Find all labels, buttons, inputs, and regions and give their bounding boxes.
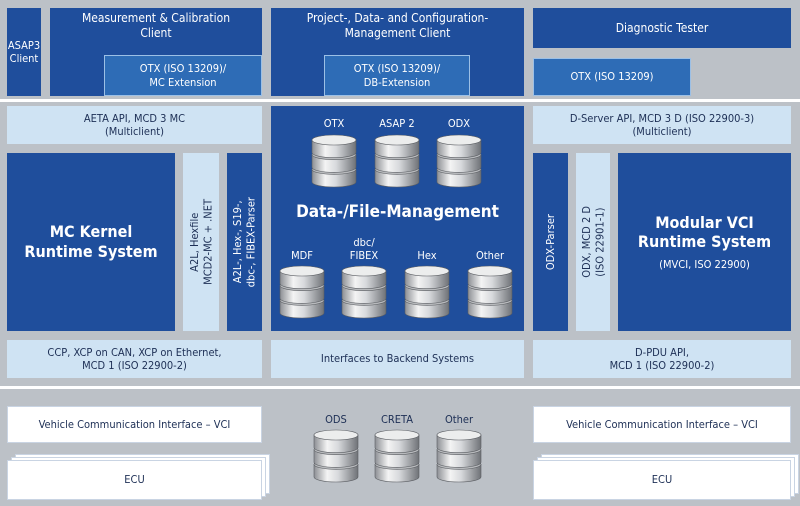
database-stack: [374, 134, 420, 194]
otx-box: OTX (ISO 13209): [533, 58, 691, 96]
database-label: Hex: [417, 249, 437, 262]
database-stack: [279, 265, 325, 325]
database-stack: [374, 429, 420, 489]
database-label: Other: [475, 249, 505, 262]
ecu-left-box: ECU: [7, 460, 262, 500]
database-icon: [436, 429, 482, 483]
modular-vci-subtitle: (MVCI, ISO 22900): [659, 257, 750, 271]
database-icon: [341, 265, 387, 319]
separator-line: [0, 99, 800, 102]
database-label: Other: [444, 413, 474, 426]
database-stack: [341, 265, 387, 325]
database-icon: [311, 134, 357, 188]
database-stack: [467, 265, 513, 325]
database-label: CRETA: [381, 413, 413, 426]
asap3-client-box: ASAP3 Client: [7, 8, 41, 96]
otx-mc-extension-box: OTX (ISO 13209)/ MC Extension: [104, 55, 262, 96]
database-label: MDF: [291, 249, 313, 262]
vci-right-box: Vehicle Communication Interface – VCI: [533, 406, 791, 443]
vci-left-box: Vehicle Communication Interface – VCI: [7, 406, 262, 443]
database-stack: [436, 134, 482, 194]
database-stack: [313, 429, 359, 489]
a2l-hexfile-box: A2L, Hexfile MCD2-MC + .NET: [183, 153, 219, 331]
database-stack: [311, 134, 357, 194]
database-icon: [313, 429, 359, 483]
dpdu-api-box: D-PDU API, MCD 1 (ISO 22900-2): [533, 340, 791, 378]
a2l-parser-box: A2L-, Hex-, S19-, dbc-, FIBEX-Parser: [227, 153, 262, 331]
modular-vci-title: Modular VCI Runtime System: [637, 212, 772, 252]
database-label: ASAP 2: [379, 117, 415, 130]
database-icon: [374, 134, 420, 188]
otx-db-extension-box: OTX (ISO 13209)/ DB-Extension: [324, 55, 470, 96]
database-label: ODX: [447, 117, 471, 130]
database-icon: [467, 265, 513, 319]
database-icon: [374, 429, 420, 483]
database-icon: [279, 265, 325, 319]
odx-parser-box: ODX-Parser: [533, 153, 568, 331]
backend-interfaces-box: Interfaces to Backend Systems: [271, 340, 524, 378]
separator-line: [0, 386, 800, 389]
ccp-xcp-box: CCP, XCP on CAN, XCP on Ethernet, MCD 1 …: [7, 340, 262, 378]
modular-vci-runtime-box: Modular VCI Runtime System (MVCI, ISO 22…: [618, 153, 791, 331]
diagnostic-tester-box: Diagnostic Tester: [533, 8, 791, 48]
dserver-api-box: D-Server API, MCD 3 D (ISO 22900-3) (Mul…: [533, 106, 791, 144]
mc-kernel-runtime-box: MC Kernel Runtime System: [7, 153, 175, 331]
database-stack: [436, 429, 482, 489]
data-management-title: Data-/File-Management: [296, 202, 499, 222]
odx-parser-label: ODX-Parser: [543, 213, 557, 271]
odx-mcd2d-box: ODX, MCD 2 D (ISO 22901-1): [576, 153, 610, 331]
aeta-api-box: AETA API, MCD 3 MC (Multiclient): [7, 106, 262, 144]
a2l-parser-label: A2L-, Hex-, S19-, dbc-, FIBEX-Parser: [231, 196, 258, 288]
database-icon: [404, 265, 450, 319]
ecu-right-box: ECU: [533, 460, 791, 500]
a2l-hexfile-label: A2L, Hexfile MCD2-MC + .NET: [187, 199, 214, 285]
database-stack: [404, 265, 450, 325]
database-label: ODS: [325, 413, 347, 426]
database-icon: [436, 134, 482, 188]
database-label: OTX: [323, 117, 345, 130]
odx-mcd2d-label: ODX, MCD 2 D (ISO 22901-1): [579, 206, 606, 278]
database-label: dbc/ FIBEX: [349, 236, 379, 262]
